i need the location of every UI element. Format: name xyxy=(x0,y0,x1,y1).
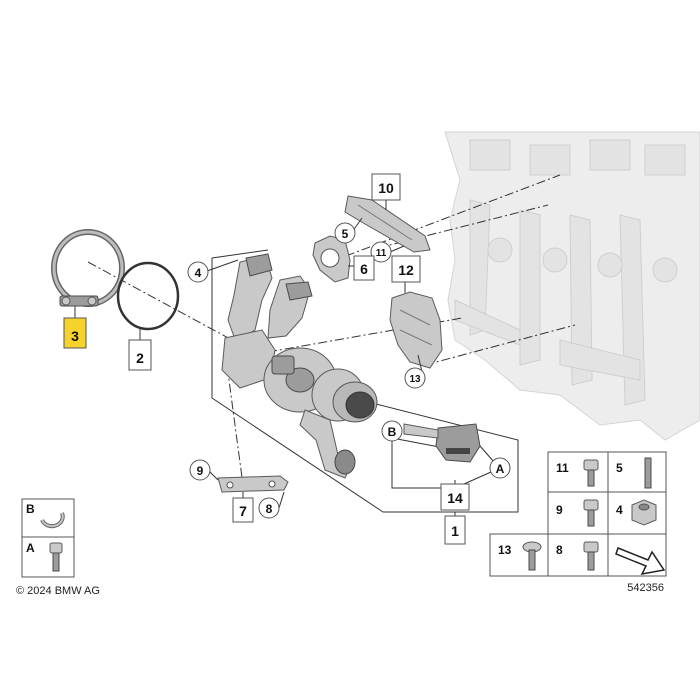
svg-text:B: B xyxy=(26,502,35,516)
label-3[interactable]: 3 xyxy=(63,317,87,349)
svg-text:13: 13 xyxy=(409,374,421,385)
label-1[interactable]: 1 xyxy=(444,515,466,545)
svg-text:14: 14 xyxy=(447,490,463,506)
svg-text:2: 2 xyxy=(136,350,144,366)
nut-icon xyxy=(631,499,657,526)
svg-text:A: A xyxy=(26,541,35,555)
copyright-text: © 2024 BMW AG xyxy=(16,585,100,597)
svg-text:11: 11 xyxy=(556,461,569,475)
svg-text:13: 13 xyxy=(498,543,512,557)
svg-text:4: 4 xyxy=(616,503,623,517)
svg-text:5: 5 xyxy=(616,461,623,475)
ring-gasket-part xyxy=(116,261,180,340)
diagram-number: 542356 xyxy=(627,582,664,594)
svg-text:8: 8 xyxy=(556,543,563,557)
label-8[interactable]: 8 xyxy=(258,497,280,519)
svg-text:7: 7 xyxy=(239,503,247,519)
label-2[interactable]: 2 xyxy=(128,339,152,371)
svg-text:5: 5 xyxy=(342,227,349,241)
label-14[interactable]: 14 xyxy=(440,483,470,511)
label-9[interactable]: 9 xyxy=(189,459,211,481)
legend-left: B A xyxy=(21,498,75,578)
label-6[interactable]: 6 xyxy=(353,255,375,281)
collar-bolt-icon xyxy=(583,541,599,571)
hex-bolt-icon xyxy=(583,499,599,527)
label-5[interactable]: 5 xyxy=(334,222,356,244)
svg-text:A: A xyxy=(496,462,505,476)
turbocharger-part xyxy=(221,253,378,479)
manifold-gasket-part xyxy=(312,235,354,283)
svg-text:B: B xyxy=(388,425,397,439)
legend-right: 11 5 9 4 13 8 xyxy=(489,451,667,577)
stud-icon xyxy=(644,457,652,489)
arrow-icon xyxy=(615,547,666,576)
svg-text:6: 6 xyxy=(360,261,368,277)
circlip-icon xyxy=(40,512,65,529)
svg-text:8: 8 xyxy=(266,502,273,516)
svg-text:10: 10 xyxy=(378,180,394,196)
support-bracket-part xyxy=(217,475,289,500)
svg-text:12: 12 xyxy=(398,262,414,278)
label-12[interactable]: 12 xyxy=(391,255,421,283)
svg-text:11: 11 xyxy=(376,248,387,259)
torx-screw-icon xyxy=(522,541,542,571)
svg-text:3: 3 xyxy=(71,328,79,344)
label-13[interactable]: 13 xyxy=(404,367,426,389)
clamp-part xyxy=(51,229,125,318)
svg-text:1: 1 xyxy=(451,523,459,539)
lower-heat-shield-part xyxy=(389,282,443,369)
label-A[interactable]: A xyxy=(489,457,511,479)
label-4[interactable]: 4 xyxy=(187,261,209,283)
heat-shield-part xyxy=(344,195,431,253)
sensor-bracket-part xyxy=(403,423,495,463)
svg-text:9: 9 xyxy=(556,503,563,517)
label-10[interactable]: 10 xyxy=(371,173,401,201)
bolt-icon xyxy=(49,542,63,572)
svg-text:9: 9 xyxy=(197,464,204,478)
label-7[interactable]: 7 xyxy=(232,497,254,523)
flange-bolt-icon xyxy=(583,459,599,487)
svg-text:4: 4 xyxy=(195,266,202,280)
engine-block-illustration xyxy=(444,131,700,441)
label-B[interactable]: B xyxy=(381,420,403,442)
label-11[interactable]: 11 xyxy=(370,241,392,263)
